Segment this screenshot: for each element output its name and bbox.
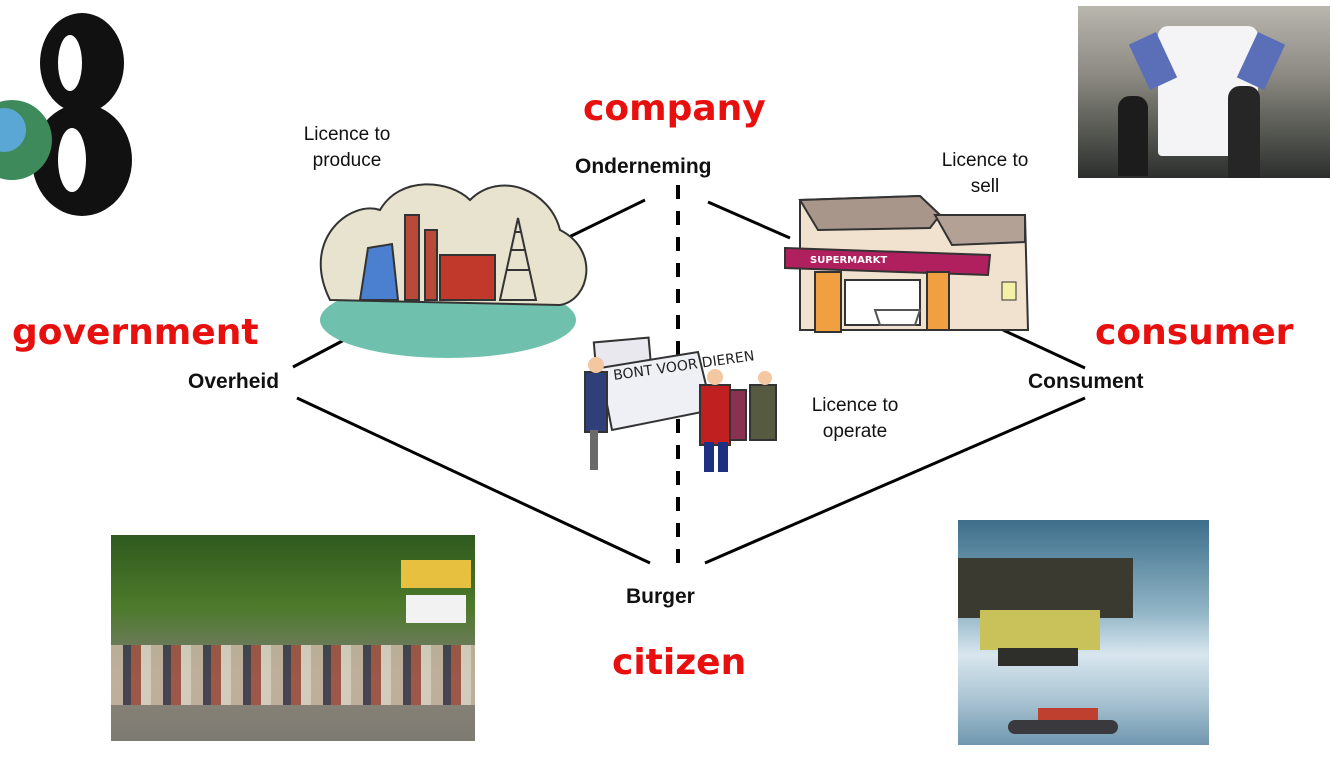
label-consumer: consumer: [1095, 312, 1294, 353]
licence-to-sell: Licence to sell: [941, 150, 1029, 197]
line-government-citizen: [296, 396, 651, 565]
licence-to-operate: Licence to operate: [811, 395, 899, 442]
supermarket-clipart: SUPERMARKT: [784, 194, 1030, 333]
label-company: company: [583, 88, 766, 129]
logo-eight: [0, 0, 138, 240]
label-government: government: [12, 312, 259, 353]
node-overheid: Overheid: [188, 370, 280, 393]
node-burger: Burger: [626, 585, 695, 608]
photo-sit-in-road: [111, 535, 475, 741]
supermarket-sign-text: SUPERMARKT: [810, 255, 887, 266]
photo-oil-platform-boat: [958, 520, 1209, 745]
factory-clipart: [319, 183, 588, 358]
label-citizen: citizen: [612, 642, 747, 683]
line-consumer-citizen: [704, 396, 1086, 565]
photo-tshirt-protest: [1078, 6, 1330, 178]
licence-to-produce: Licence to produce: [303, 124, 391, 171]
node-onderneming: Onderneming: [575, 155, 712, 178]
protest-clipart: BONT VOOR DIEREN: [584, 336, 777, 472]
node-consument: Consument: [1028, 370, 1144, 393]
line-supermarket-consumer: [1002, 328, 1086, 370]
line-factory-company: [562, 198, 646, 242]
line-company-supermarket: [707, 200, 791, 240]
